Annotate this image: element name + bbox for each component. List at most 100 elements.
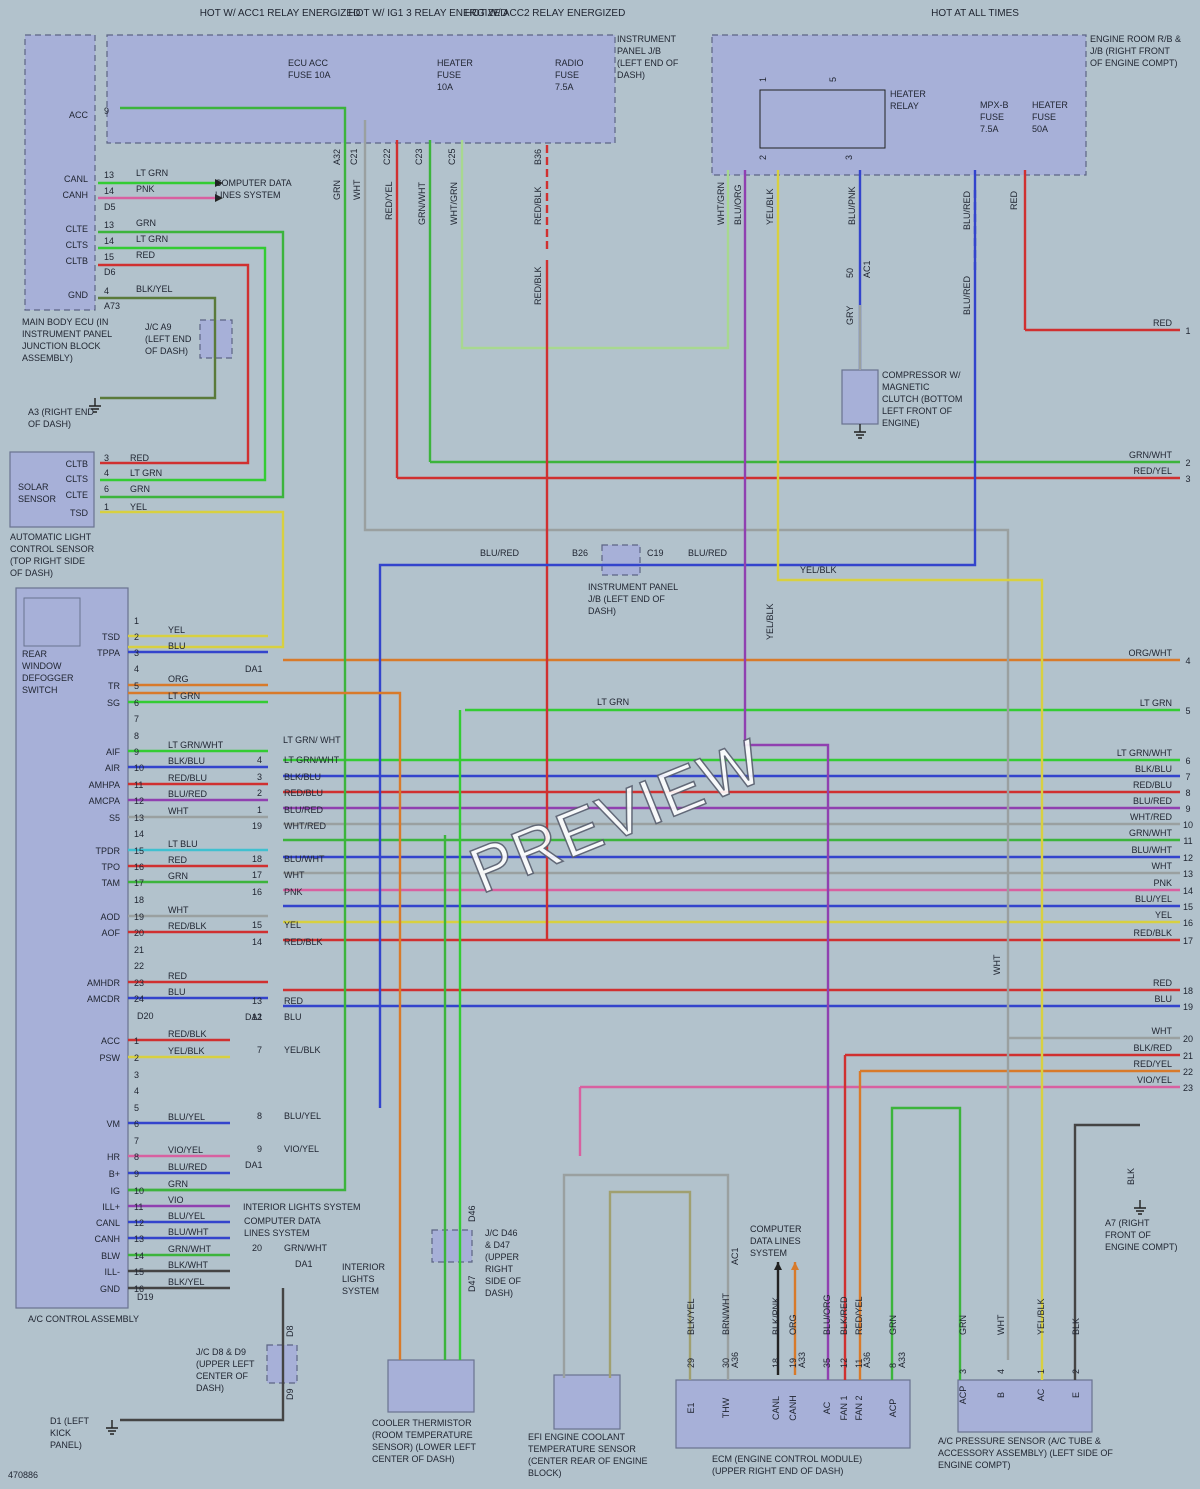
wire-color-label: BLU/RED <box>1133 796 1173 806</box>
wire-color-label: GRN/WHT <box>1129 450 1172 460</box>
wire-color-label: YEL/BLK <box>284 1045 321 1055</box>
connector-pin: 2 <box>257 788 262 798</box>
wire-color-label: RED <box>1153 318 1173 328</box>
component-label: & D47 <box>485 1240 510 1250</box>
pin-number: 13 <box>104 220 114 230</box>
pin-number: 13 <box>134 1234 144 1244</box>
fuse-label: HEATER <box>437 58 473 68</box>
connector-pin: 19 <box>252 821 262 831</box>
ground-icon <box>1134 1200 1146 1215</box>
connector-pin: 9 <box>257 1144 262 1154</box>
component-label: (UPPER <box>485 1252 520 1262</box>
preview-watermark: PREVIEW <box>460 725 774 908</box>
component-label: J/C D46 <box>485 1228 518 1238</box>
pin-name: TSD <box>70 508 89 518</box>
component-label: OF DASH) <box>28 419 71 429</box>
pin-number: 4 <box>104 468 109 478</box>
pin-name: E <box>1071 1392 1081 1398</box>
pin-name: TAM <box>102 878 120 888</box>
wire-color-label: RED/YEL <box>1133 1059 1172 1069</box>
wire-color-label: WHT <box>996 1314 1006 1335</box>
wire-color-label: BLK/BLU <box>1135 764 1172 774</box>
press-e-wire <box>1073 1123 1140 1380</box>
vertical-wire-label: YEL/BLK <box>765 188 775 225</box>
wire-color-label: PNK <box>1153 878 1172 888</box>
wire-color-label: YEL <box>1155 910 1172 920</box>
component-label: LIGHTS <box>342 1274 375 1284</box>
pin-name: CLTE <box>66 490 88 500</box>
pin-name: GND <box>68 290 89 300</box>
pin-number: 6 <box>104 484 109 494</box>
component-label: LINES SYSTEM <box>215 190 281 200</box>
pin-number: 13 <box>104 170 114 180</box>
wire-color-label: BLU/RED <box>284 805 324 815</box>
hot-acc1-label: HOT W/ ACC1 RELAY ENERGIZED <box>200 8 361 19</box>
wire-color-label: RED <box>136 250 156 260</box>
wht-feed <box>363 120 1010 1360</box>
wire-color-label: BLU/YEL <box>284 1111 321 1121</box>
blured-feed <box>378 170 977 1108</box>
component-label: ENGINE ROOM R/B & <box>1090 34 1181 44</box>
component-label: ENGINE) <box>882 418 920 428</box>
connector-id: C21 <box>349 148 359 165</box>
pin-number: 4 <box>104 286 109 296</box>
component-label: CENTER OF DASH) <box>372 1454 455 1464</box>
component-label: OF ENGINE COMPT) <box>1090 58 1178 68</box>
wire-color-label: LT GRN <box>1140 698 1172 708</box>
pin-number: 1 <box>104 502 109 512</box>
component-label: EFI ENGINE COOLANT <box>528 1432 626 1442</box>
tr-wire <box>128 691 402 1360</box>
pin-name: THW <box>721 1397 731 1418</box>
connector-id: D46 <box>467 1205 477 1222</box>
connector-pin: 1 <box>257 805 262 815</box>
component-label: SYSTEM <box>342 1286 379 1296</box>
wire-color-label: VIO/YEL <box>284 1144 319 1154</box>
pin-name: ACP <box>958 1386 968 1405</box>
wire-ref-number: 5 <box>1185 706 1190 716</box>
component-label: SYSTEM <box>750 1248 787 1258</box>
wire-color-label: YEL <box>168 625 185 635</box>
pin-name: CLTB <box>66 459 88 469</box>
component-label: COMPUTER DATA <box>244 1216 321 1226</box>
wire-color-label: BLU <box>168 641 186 651</box>
component-label: SWITCH <box>22 685 58 695</box>
wire-color-label: GRN <box>130 484 150 494</box>
pin-number: 3 <box>134 1070 139 1080</box>
connector-pin: 17 <box>252 870 262 880</box>
arrow-icon <box>215 194 223 202</box>
wire-ref-number: 19 <box>1183 1002 1193 1012</box>
pin-name: TSD <box>102 632 121 642</box>
wire-ref-number: 21 <box>1183 1051 1193 1061</box>
pin-number: 14 <box>104 186 114 196</box>
pin-number: 6 <box>134 1119 139 1129</box>
wire-color-label: BLU/WHT <box>284 854 325 864</box>
component-label: D1 (LEFT <box>50 1416 90 1426</box>
arrow-icon <box>774 1262 782 1270</box>
fuse-label: 7.5A <box>980 124 999 134</box>
connector-id: B26 <box>572 548 588 558</box>
connector-id: D9 <box>285 1388 295 1400</box>
pin-name: CLTE <box>66 224 88 234</box>
wire-color-label: PNK <box>284 887 303 897</box>
clts-wire <box>98 246 267 482</box>
wire-color-label: BLU/RED <box>688 548 728 558</box>
connector-id: A32 <box>332 149 342 165</box>
fuse-label: FUSE <box>980 112 1004 122</box>
wire-color-label: RED/BLU <box>284 788 323 798</box>
wire-color-label: GRN <box>888 1315 898 1335</box>
ground-icon <box>89 398 101 413</box>
pin-number: 9 <box>134 1169 139 1179</box>
relay-pin: 1 <box>758 77 768 82</box>
pin-number: 3 <box>958 1369 968 1374</box>
ac-control-assembly <box>15 587 129 1309</box>
pin-number: 30 <box>721 1358 731 1368</box>
component-label: CENTER OF <box>196 1371 249 1381</box>
wire-ref-number: 3 <box>1185 474 1190 484</box>
wire-color-label: RED/YEL <box>854 1296 864 1335</box>
pin-number: 10 <box>134 763 144 773</box>
connector-id: D8 <box>285 1325 295 1337</box>
pin-number: 1 <box>134 616 139 626</box>
connector-id: DA1 <box>295 1259 313 1269</box>
wire-color-label: BLU/RED <box>168 789 208 799</box>
wire-color-label: BLK/WHT <box>168 1260 209 1270</box>
